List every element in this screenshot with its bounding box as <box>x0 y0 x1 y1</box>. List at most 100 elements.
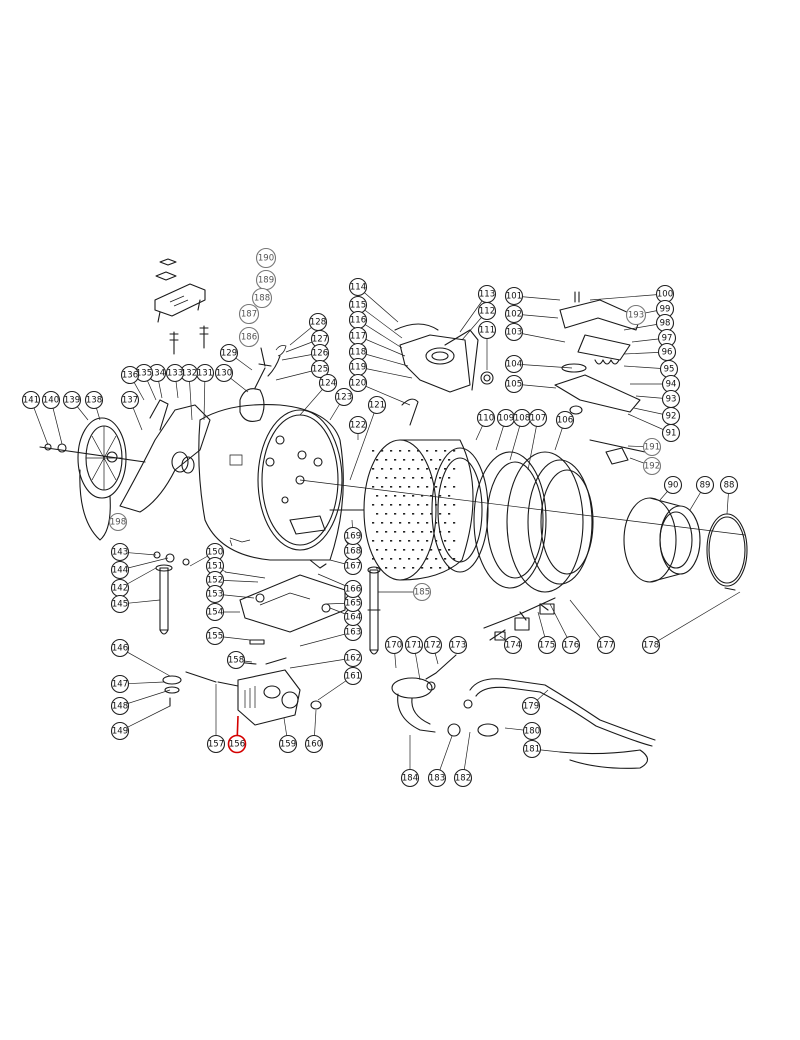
callout-number: 154 <box>207 608 223 618</box>
callout-circle <box>343 648 363 668</box>
drum-hole <box>412 477 415 479</box>
drum-hole <box>444 450 447 452</box>
callout-number: 162 <box>345 654 361 664</box>
callout-number: 163 <box>345 628 361 638</box>
callout-number: 122 <box>350 421 366 431</box>
callout-number: 109 <box>498 414 514 424</box>
drum-hole <box>444 468 447 470</box>
callout-number: 166 <box>345 585 361 595</box>
callout-number: 124 <box>320 379 336 389</box>
callout-number: 94 <box>666 380 677 390</box>
drum-hole <box>376 549 379 551</box>
callout-circle <box>41 390 61 410</box>
drum-hole <box>394 495 397 497</box>
callout-number: 146 <box>112 644 128 654</box>
leader-line-146 <box>119 647 171 677</box>
callout-circle <box>120 390 140 410</box>
callout-number: 137 <box>122 396 138 406</box>
drum-hole <box>390 522 393 524</box>
drum-hole <box>372 522 375 524</box>
leader-line-115 <box>357 304 403 339</box>
callout-number: 98 <box>660 319 671 329</box>
callout-circle <box>348 373 368 393</box>
drum-hole <box>439 549 442 551</box>
drum-hole <box>412 549 415 551</box>
callout-circle <box>427 768 447 788</box>
callout-number: 170 <box>386 641 402 651</box>
callout-192: 192 <box>642 456 662 476</box>
drum-hole <box>435 558 438 560</box>
drum-hole <box>444 522 447 524</box>
callout-circle <box>400 768 420 788</box>
shock-absorber-left <box>153 551 190 707</box>
callout-circle <box>343 579 363 599</box>
callout-119: 119 <box>348 357 368 377</box>
drum-hole <box>372 558 375 560</box>
callout-number: 112 <box>479 307 495 317</box>
callout-157: 157 <box>206 734 226 754</box>
callout-number: 118 <box>350 348 366 358</box>
leader-line-104 <box>513 363 573 369</box>
callout-circle <box>120 365 140 385</box>
callout-circle <box>522 739 542 759</box>
callout-number: 135 <box>136 369 152 379</box>
callout-198: 198 <box>108 512 128 532</box>
drum-hole <box>372 504 375 506</box>
drum-hole <box>376 495 379 497</box>
drum-hole <box>430 477 433 479</box>
drum-hole <box>385 567 388 569</box>
upper-mount <box>394 323 494 426</box>
callout-number: 90 <box>668 481 679 491</box>
callout-124: 124 <box>318 373 338 393</box>
callout-121: 121 <box>367 395 387 415</box>
drum-hole <box>381 522 384 524</box>
drum-hole <box>376 513 379 515</box>
drum-hole <box>381 540 384 542</box>
drum-hole <box>426 450 429 452</box>
drum-hole <box>435 540 438 542</box>
leader-line-149 <box>119 705 171 732</box>
drum-hole <box>376 459 379 461</box>
drum-hole <box>399 486 402 488</box>
callout-129: 129 <box>219 343 239 363</box>
drum-hole <box>372 468 375 470</box>
callout-circle <box>108 512 128 532</box>
drum-hole <box>417 486 420 488</box>
callout-183: 183 <box>427 768 447 788</box>
callout-number: 159 <box>280 740 296 750</box>
callout-106: 106 <box>555 410 575 430</box>
callout-number: 117 <box>350 332 366 342</box>
drum-hole <box>394 549 397 551</box>
callout-circle <box>21 390 41 410</box>
callout-128: 128 <box>308 312 328 332</box>
drum-hole <box>385 549 388 551</box>
callout-circle <box>504 322 524 342</box>
callout-117: 117 <box>348 326 368 346</box>
callout-circle <box>477 320 497 340</box>
callout-140: 140 <box>41 390 61 410</box>
drum-hole <box>453 522 456 524</box>
door-gasket <box>623 497 748 591</box>
part-drawings <box>39 258 748 769</box>
callout-circle <box>625 304 647 326</box>
drum-hole <box>430 531 433 533</box>
drum-hole <box>426 486 429 488</box>
callout-number: 156 <box>229 740 245 750</box>
callout-184: 184 <box>400 768 420 788</box>
callout-circle <box>110 542 130 562</box>
callout-172: 172 <box>423 635 443 655</box>
callout-number: 110 <box>478 414 494 424</box>
callout-number: 155 <box>207 632 223 642</box>
callout-circle <box>238 326 260 348</box>
drum-hole <box>421 459 424 461</box>
drum-hole <box>372 540 375 542</box>
callout-171: 171 <box>404 635 424 655</box>
callout-number: 153 <box>207 590 223 600</box>
callout-number: 175 <box>539 641 555 651</box>
drum-hole <box>435 468 438 470</box>
drum-hole <box>390 486 393 488</box>
drum-hole <box>412 513 415 515</box>
drum-hole <box>403 477 406 479</box>
callout-142: 142 <box>110 578 130 598</box>
